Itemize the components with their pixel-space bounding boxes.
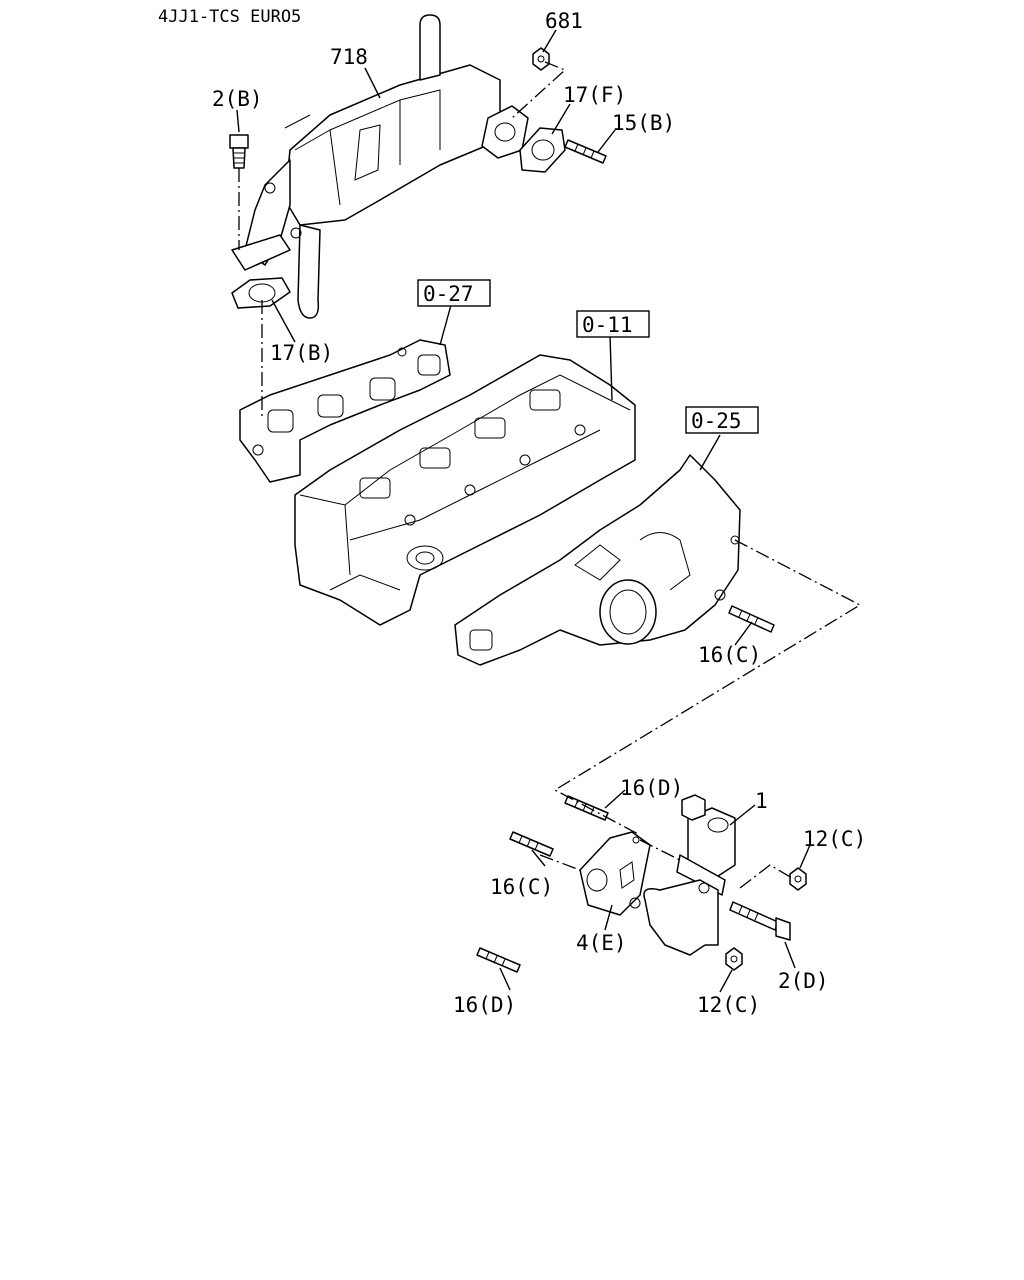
bolt-2d (729, 901, 791, 941)
gasket-4e (579, 831, 651, 916)
reference-0-27: 0-27 (423, 282, 474, 306)
diagram-title: 4JJ1-TCS EURO5 (158, 7, 301, 27)
callout-2d: 2(D) (778, 969, 829, 993)
callout-17f: 17(F) (563, 83, 626, 107)
reference-box-0-11 (576, 310, 650, 338)
reference-box-0-25 (685, 406, 759, 434)
nut-681 (532, 47, 550, 71)
callout-681: 681 (545, 9, 583, 33)
stud-16c-left (509, 831, 554, 857)
callout-16d-top: 16(D) (620, 776, 683, 800)
stud-16d-bottom (476, 947, 521, 973)
nut-12c-right (789, 867, 807, 891)
callout-16c-top: 16(C) (698, 643, 761, 667)
callout-12c-bottom: 12(C) (697, 993, 760, 1017)
cylinder-head (294, 354, 636, 626)
callout-1: 1 (755, 789, 768, 813)
reference-0-11: 0-11 (582, 313, 633, 337)
stud-16c-top (728, 605, 775, 633)
nut-12c-bottom (725, 947, 743, 971)
bolt-2b (229, 134, 249, 169)
stud-16d-top (564, 795, 609, 821)
alignment-lines (238, 61, 862, 889)
egr-valve (629, 794, 736, 956)
reference-box-0-27 (417, 279, 491, 307)
callout-16c-left: 16(C) (490, 875, 553, 899)
reference-0-25: 0-25 (691, 409, 742, 433)
callout-2b: 2(B) (212, 87, 263, 111)
callout-17b: 17(B) (270, 341, 333, 365)
exhaust-manifold (239, 339, 451, 483)
intake-manifold (454, 454, 741, 666)
stud-15b (564, 139, 607, 164)
callout-15b: 15(B) (612, 111, 675, 135)
egr-cooler (231, 14, 529, 319)
callout-4e: 4(E) (576, 931, 627, 955)
gasket-17f (519, 127, 566, 173)
leader-lines (236, 29, 811, 993)
callout-12c-right: 12(C) (803, 827, 866, 851)
gasket-17b (231, 277, 291, 309)
callout-16d-bottom: 16(D) (453, 993, 516, 1017)
callout-718: 718 (330, 45, 368, 69)
